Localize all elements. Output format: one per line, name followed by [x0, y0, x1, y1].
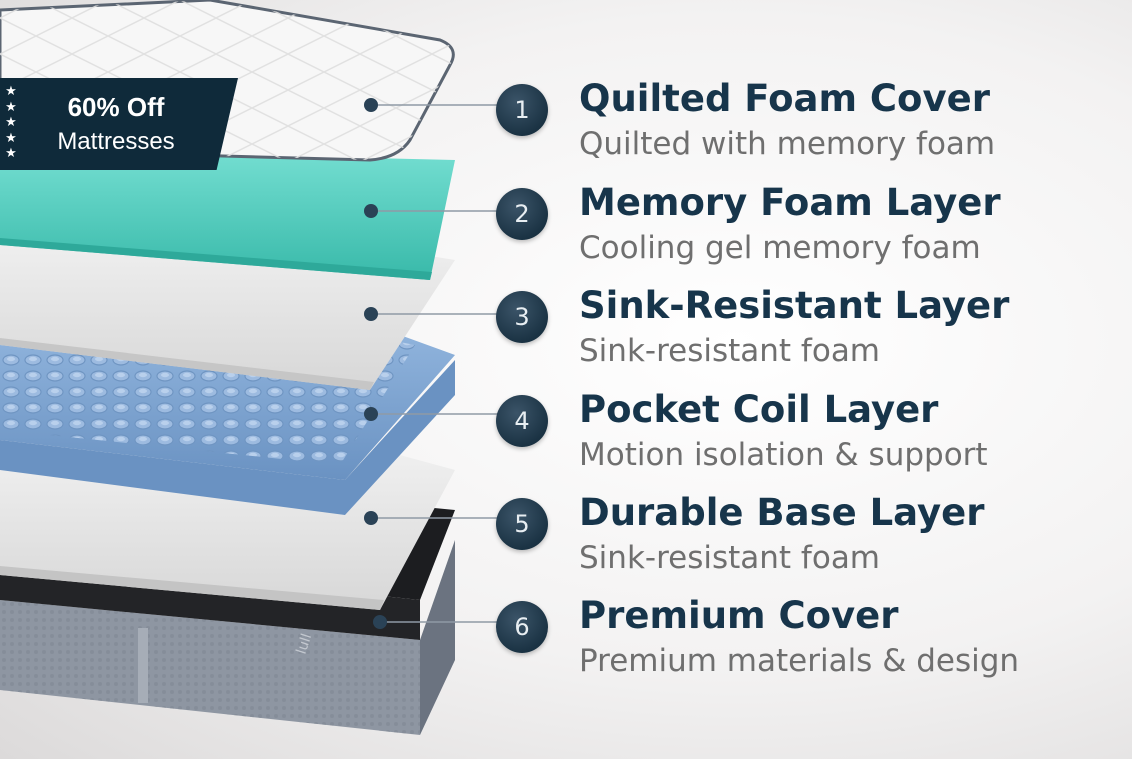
star-icon: ★	[5, 99, 17, 115]
badge-subtitle: Mattresses	[57, 128, 175, 155]
leader-dot-3	[364, 307, 378, 321]
layer-item: 2 Memory Foam Layer Cooling gel memory f…	[496, 181, 1116, 284]
leader-dot-5	[364, 511, 378, 525]
star-icon: ★	[5, 115, 17, 130]
layer-title: Durable Base Layer	[579, 491, 985, 534]
layer-description: Motion isolation & support	[579, 437, 988, 473]
layer-title: Premium Cover	[579, 594, 899, 637]
layer-description: Sink-resistant foam	[579, 540, 881, 576]
star-icon: ★	[5, 84, 17, 99]
layer-number: 1	[496, 84, 548, 136]
cover-tag	[138, 628, 148, 703]
layer-description: Quilted with memory foam	[579, 126, 996, 162]
layer-number: 5	[496, 498, 548, 550]
layer-item: 3 Sink-Resistant Layer Sink-resistant fo…	[496, 284, 1116, 387]
layer-title: Sink-Resistant Layer	[579, 284, 1010, 327]
layer-item: 4 Pocket Coil Layer Motion isolation & s…	[496, 388, 1116, 491]
layer-item: 1 Quilted Foam Cover Quilted with memory…	[496, 77, 1116, 180]
layer-item: 6 Premium Cover Premium materials & desi…	[496, 594, 1116, 697]
layer-description: Premium materials & design	[579, 643, 1020, 679]
leader-dot-6	[373, 615, 387, 629]
sink-resistant-layer	[0, 240, 455, 390]
brand-lettering: lull	[294, 632, 316, 656]
leader-dot-1	[364, 98, 378, 112]
star-icon: ★	[5, 130, 17, 146]
layer-title: Memory Foam Layer	[579, 181, 1001, 224]
layer-description: Sink-resistant foam	[579, 333, 881, 369]
leader-dot-2	[364, 204, 378, 218]
layer-title: Quilted Foam Cover	[579, 77, 990, 120]
leader-lines	[371, 104, 498, 623]
layer-number: 3	[496, 291, 548, 343]
leader-dot-4	[364, 407, 378, 421]
layer-item: 5 Durable Base Layer Sink-resistant foam	[496, 491, 1116, 594]
layer-number: 2	[496, 188, 548, 240]
layer-number: 6	[496, 601, 548, 653]
discount-badge[interactable]: ★ ★ ★ ★ ★ 60% Off Mattresses	[0, 78, 238, 170]
badge-title: 60% Off	[67, 92, 165, 122]
layer-title: Pocket Coil Layer	[579, 388, 939, 431]
layer-list: 1 Quilted Foam Cover Quilted with memory…	[496, 77, 1116, 700]
badge-stars: ★ ★ ★ ★ ★	[4, 84, 18, 162]
layer-number: 4	[496, 395, 548, 447]
leader-dots	[364, 98, 387, 629]
star-icon: ★	[5, 146, 17, 161]
memory-foam-layer	[0, 155, 455, 280]
layer-description: Cooling gel memory foam	[579, 230, 981, 266]
